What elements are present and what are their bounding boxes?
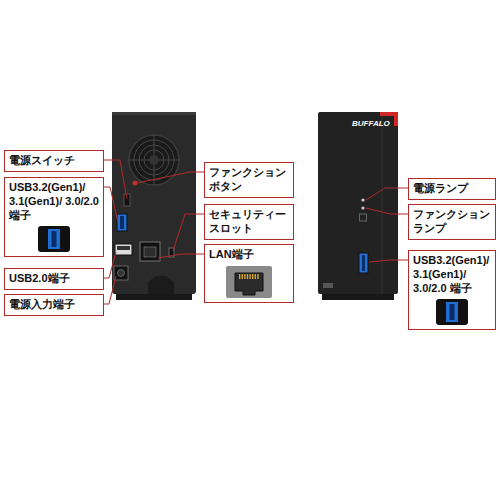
usb-icon-frame [38,226,70,252]
usb3-port-tongue [120,216,124,229]
usb3-port [117,214,127,231]
callout-box: 電源ランプ [408,178,496,200]
callout-box: ファンクション ランプ [408,204,496,240]
callout-text: 電源スイッチ [9,154,99,168]
cooling-fan [129,135,179,185]
power-switch [124,194,130,206]
front-usb3-port [359,253,368,273]
leader-line [158,254,204,258]
callout-box: USB2.0端子 [4,268,104,290]
lan-icon-pin [257,274,258,279]
front-foot [322,294,394,300]
callout-text: ファンクション ランプ [413,208,491,236]
rear-foot [116,294,192,300]
port-icon [9,225,99,253]
usb-icon-frame [436,299,468,325]
leader-line [366,188,408,200]
callout-box: セキュリティー スロット [204,204,294,240]
callout-text: セキュリティー スロット [209,208,289,236]
usb2-port [115,244,132,255]
usb-icon-tongue [52,231,57,247]
callout-text: LAN端子 [209,248,289,262]
callout-text: 電源ランプ [413,182,491,196]
callout-box: 電源スイッチ [4,150,104,172]
front-button [360,214,367,221]
front-tag [323,283,333,288]
callout-text: USB3.2(Gen1)/ 3.1(Gen1)/ 3.0/2.0 端子 [9,181,99,222]
housing-edge [112,112,196,115]
lan-icon-frame [226,266,272,298]
callout-box: USB3.2(Gen1)/ 3.1(Gen1)/ 3.0/2.0 端子 [408,250,496,330]
lan-icon-pin [255,274,256,279]
front-view [318,112,398,300]
leader-line [369,260,408,262]
leader-line [173,214,204,251]
usb-port-icon [37,225,71,253]
lan-port [140,242,160,261]
lan-icon-pin [249,274,250,279]
panel-seam [382,116,383,294]
power-input [114,266,128,280]
rear-housing [112,112,196,294]
front-usb3-tongue [362,255,365,271]
usb-icon-port [48,229,60,249]
lan-icon-pin [242,274,243,279]
brand-logo: BUFFALO [352,120,390,128]
lan-icon-pin [247,274,248,279]
power-jack [118,270,125,277]
fan-hub [149,155,159,165]
callout-text: USB2.0端子 [9,272,99,286]
red-accent [394,112,398,126]
leader-line [104,160,127,199]
lan-port-icon [225,265,273,299]
lan-icon-jack [235,273,263,295]
callout-box: ファンクション ボタン [204,162,294,198]
lan-icon-pin [244,274,245,279]
cable-notch [148,276,174,294]
power-lamp [361,198,364,201]
callout-box: 電源入力端子 [4,294,104,316]
leader-line [104,252,116,278]
usb-icon-port [446,302,458,322]
lan-icon-pin [239,274,240,279]
function-lamp [361,206,364,209]
callout-text: 電源入力端子 [9,298,99,312]
usb-icon-tongue [450,304,455,320]
usb-port-icon [435,298,469,326]
function-button [133,181,138,186]
callout-box: LAN端子 [204,244,294,303]
usb2-port-tongue [117,246,130,250]
leader-line [137,172,204,183]
callout-text: USB3.2(Gen1)/ 3.1(Gen1)/ 3.0/2.0 端子 [413,254,491,295]
leader-line [104,187,118,222]
leader-line [366,208,408,214]
port-icon [209,265,289,299]
port-icon [413,298,491,326]
front-housing [318,112,398,294]
lan-icon-pin [252,274,253,279]
callout-text: ファンクション ボタン [209,166,289,194]
fan-ring [129,135,179,185]
callout-box: USB3.2(Gen1)/ 3.1(Gen1)/ 3.0/2.0 端子 [4,177,104,257]
rear-view [112,112,196,300]
leader-line [104,276,116,304]
lan-jack [144,247,156,257]
